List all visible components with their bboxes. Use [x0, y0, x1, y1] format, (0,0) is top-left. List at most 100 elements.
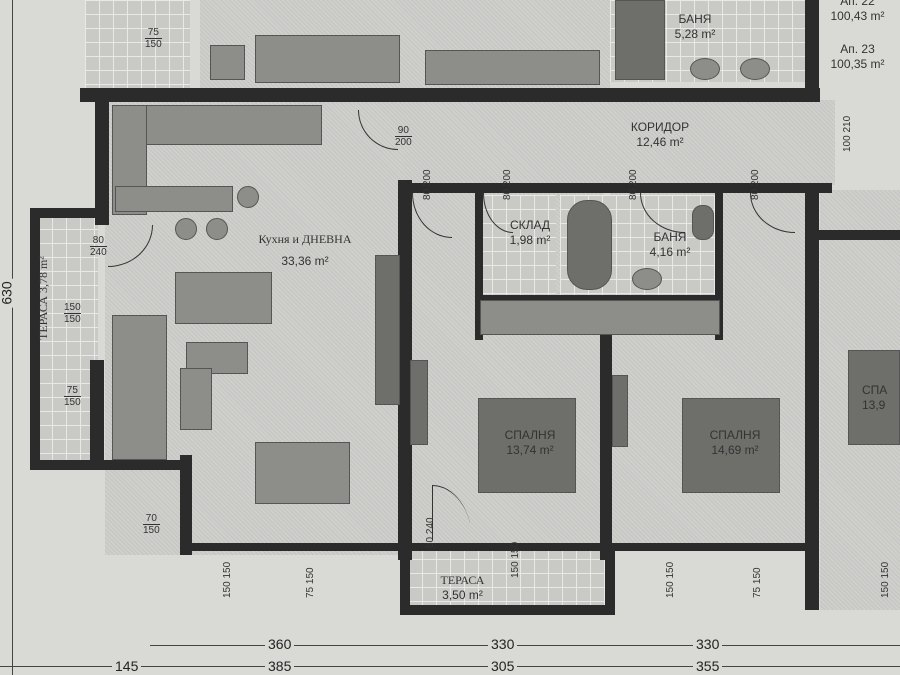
- room-name: Кухня и ДНЕВНА: [258, 232, 352, 246]
- width: 80: [90, 235, 107, 247]
- apt-name: Ап. 22: [840, 0, 875, 8]
- vertical-dim-line: [12, 0, 13, 675]
- wall: [715, 190, 723, 340]
- width: 150: [880, 581, 891, 598]
- room-area: 13,9: [862, 398, 886, 412]
- door-label: 80 200: [502, 169, 513, 200]
- room-label-bedroom-1: СПАЛНЯ 13,74 m²: [485, 428, 575, 458]
- height: 150: [665, 561, 676, 579]
- wall: [30, 460, 190, 470]
- height: 200: [395, 137, 412, 148]
- width: 75: [145, 27, 162, 39]
- room-name: ТЕРАСА: [440, 573, 485, 587]
- room-name: СПАЛНЯ: [504, 428, 556, 442]
- room-area: 13,74 m²: [506, 443, 554, 457]
- room-label-corridor: КОРИДОР 12,46 m²: [600, 120, 720, 150]
- height: 150: [510, 541, 521, 559]
- width: 75: [305, 586, 316, 598]
- wall: [30, 208, 40, 468]
- wall: [478, 295, 723, 303]
- height: 150: [305, 567, 316, 585]
- apt23-label: Ап. 23 100,35 m²: [815, 42, 900, 72]
- dimension-height: 630: [0, 278, 15, 308]
- toilet: [692, 205, 714, 240]
- wall: [805, 0, 819, 100]
- height: 150: [222, 561, 233, 579]
- dimension: 330: [488, 636, 518, 652]
- corridor: [405, 100, 835, 185]
- width: 80: [628, 188, 639, 200]
- sofa: [112, 315, 167, 460]
- height: 200: [750, 169, 761, 187]
- wall: [190, 543, 810, 551]
- terrace-left: [38, 215, 98, 460]
- window-label: 75 150: [305, 567, 316, 598]
- room-area: 33,36 m²: [281, 254, 329, 268]
- room-area: 3,50 m²: [442, 588, 483, 602]
- window-label: 75 150: [752, 567, 763, 598]
- wardrobe: [375, 255, 400, 405]
- wall: [400, 545, 410, 615]
- stool: [175, 218, 197, 240]
- room-label-bedroom-2: СПАЛНЯ 14,69 m²: [690, 428, 780, 458]
- dimension: 360: [265, 636, 295, 652]
- room-area: 14,69 m²: [711, 443, 759, 457]
- room-area: 4,16 m²: [649, 245, 691, 259]
- width: 150: [510, 561, 521, 578]
- width: 80: [425, 536, 436, 548]
- width: 75: [752, 586, 763, 598]
- door-label: 100 210: [842, 116, 853, 152]
- apt-area: 100,43 m²: [830, 9, 885, 23]
- dining-table: [255, 442, 350, 504]
- stool: [237, 186, 259, 208]
- width: 150: [64, 302, 81, 314]
- room-area: 3,78 m²: [36, 256, 50, 294]
- terrace-bottom: [408, 545, 608, 610]
- room-label-kitchen-living: Кухня и ДНЕВНА 33,36 m²: [225, 228, 385, 272]
- width: 80: [750, 188, 761, 200]
- width: 150: [222, 581, 233, 598]
- door-label: 80 200: [750, 169, 761, 200]
- wall: [815, 230, 900, 240]
- bar-counter: [115, 186, 233, 212]
- wall: [80, 88, 820, 102]
- bathtub: [615, 0, 665, 80]
- room-area: 1,98 m²: [509, 233, 551, 247]
- sink: [690, 58, 720, 80]
- room-name: СПАЛНЯ: [709, 428, 761, 442]
- upper-terrace: [85, 0, 190, 90]
- wall: [605, 545, 615, 615]
- stool: [206, 218, 228, 240]
- height: 200: [628, 169, 639, 187]
- room-label-storage: СКЛАД 1,98 m²: [490, 218, 570, 248]
- room-name: БАНЯ: [678, 12, 712, 26]
- height: 150: [752, 567, 763, 585]
- window-label: 150 150: [510, 542, 521, 578]
- room-name: КОРИДОР: [630, 120, 690, 134]
- height: 240: [425, 517, 436, 535]
- kitchen-counter: [112, 105, 322, 145]
- bed: [682, 398, 780, 493]
- wall: [600, 300, 612, 560]
- wall: [180, 455, 192, 555]
- sink: [740, 58, 770, 80]
- door-label: 80 200: [422, 169, 433, 200]
- dim-line-row1: [150, 645, 900, 646]
- wardrobe: [410, 360, 428, 445]
- chair: [180, 368, 212, 430]
- room-label-terrace-bottom: ТЕРАСА 3,50 m²: [420, 573, 505, 603]
- bed: [478, 398, 576, 493]
- window-label: 150 150: [222, 562, 233, 598]
- sink: [632, 268, 662, 290]
- apt-area: 100,35 m²: [830, 57, 885, 71]
- apt-name: Ап. 23: [840, 42, 875, 56]
- sofa: [255, 35, 400, 83]
- sofa: [175, 272, 272, 324]
- wardrobe: [612, 375, 628, 447]
- height: 210: [842, 115, 853, 133]
- wall: [398, 180, 412, 560]
